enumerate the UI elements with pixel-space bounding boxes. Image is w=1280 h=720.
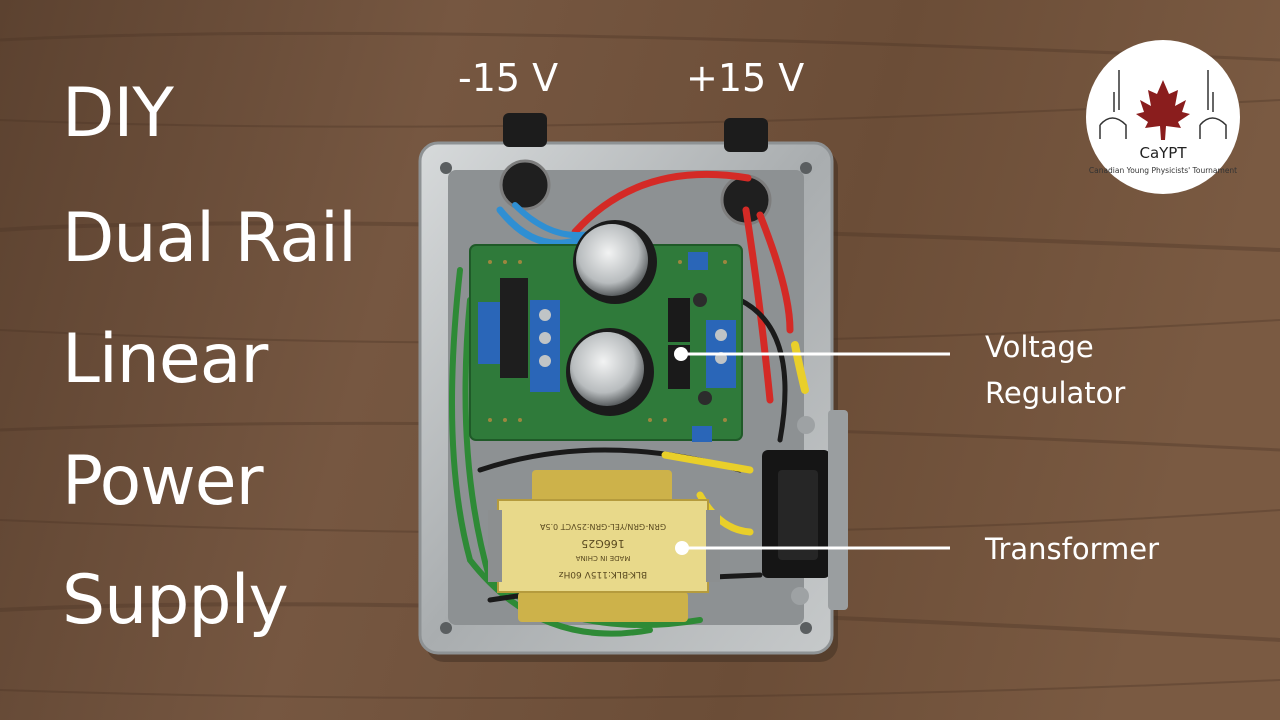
callout-voltage-regulator <box>674 347 950 361</box>
pcb-holes <box>488 260 727 422</box>
title-line-3: Linear <box>62 320 268 399</box>
bridge-rectifier <box>500 278 528 378</box>
logo-name: CaYPT <box>1139 144 1187 162</box>
power-inlet <box>762 410 848 610</box>
transformer-part-number: 166G25 <box>581 537 625 550</box>
filter-capacitor-top <box>573 220 657 304</box>
voltage-regulator-label-line2: Regulator <box>985 376 1126 410</box>
caypt-logo: CaYPT Canadian Young Physicists' Tournam… <box>1086 40 1240 194</box>
horse-rider-icon <box>1199 70 1227 139</box>
logo-tagline: Canadian Young Physicists' Tournament <box>1089 166 1237 175</box>
voltage-regulator-label: Voltage Regulator <box>985 324 1125 416</box>
transformer-origin-text: MADE IN CHINA <box>575 554 630 562</box>
positive-voltage-label: +15 V <box>686 56 805 100</box>
callout-transformer <box>675 541 950 555</box>
trim-potentiometers <box>688 252 712 442</box>
voltage-regulator-label-line1: Voltage <box>985 330 1094 364</box>
enclosure-screw-holes <box>440 162 812 634</box>
transformer-wiring-text: GRN-GRN/YEL-GRN:25VCT 0.5A <box>539 522 666 531</box>
filter-capacitor-bottom <box>566 328 654 416</box>
positive-terminal-post <box>720 118 772 226</box>
horse-rider-icon <box>1099 70 1127 139</box>
negative-voltage-label: -15 V <box>458 56 559 100</box>
title-line-5: Supply <box>62 561 289 640</box>
title-line-2: Dual Rail <box>62 199 357 278</box>
maple-leaf-icon <box>1136 80 1190 140</box>
title-line-1: DIY <box>62 74 174 153</box>
screw-terminal-left <box>478 300 560 392</box>
transformer-label: Transformer <box>985 532 1160 566</box>
title-line-4: Power <box>62 442 264 521</box>
negative-terminal-post <box>499 113 551 211</box>
transformer: 166G25 GRN-GRN/YEL-GRN:25VCT 0.5A BLK-BL… <box>488 470 720 622</box>
transformer-primary-text: BLK-BLK:115V 60Hz <box>559 569 648 579</box>
